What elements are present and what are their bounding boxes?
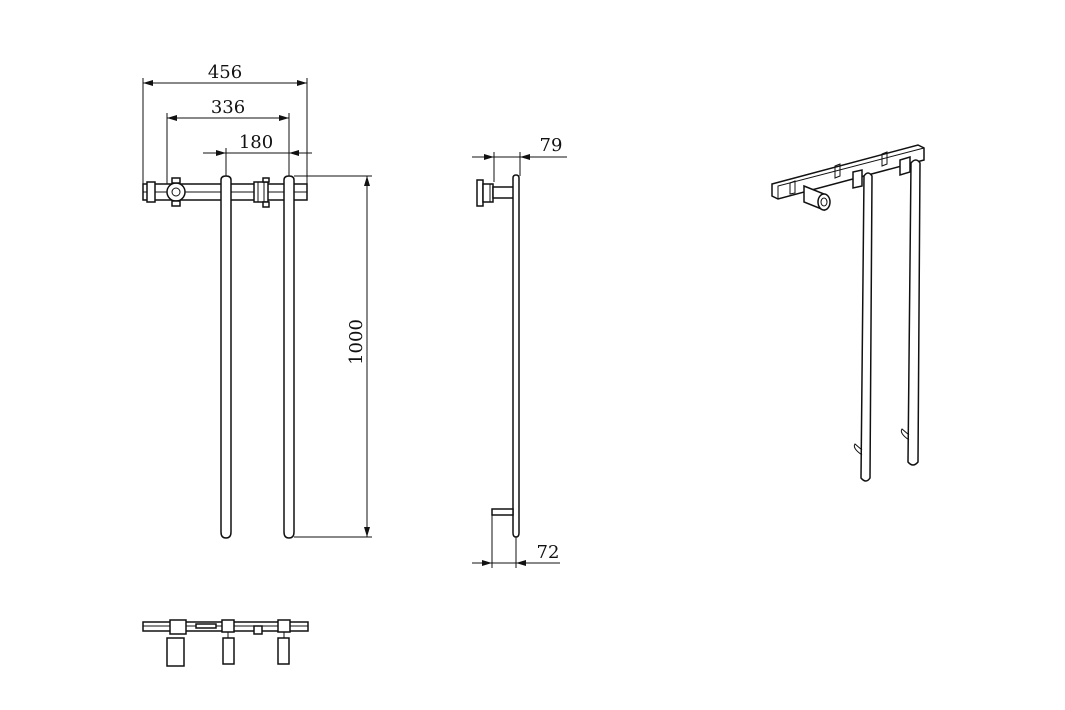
towel-bar-side bbox=[512, 174, 520, 538]
bracket-arm bbox=[492, 186, 516, 199]
connector-clip-bottom bbox=[262, 201, 270, 208]
side-view: 79 72 bbox=[472, 135, 567, 568]
towel-bar-left bbox=[220, 175, 232, 539]
iso-hook-left bbox=[853, 443, 863, 456]
top-view-valve-mount bbox=[169, 619, 187, 635]
valve-clip-bottom bbox=[171, 200, 181, 207]
dimension-overall-width: 456 bbox=[208, 62, 242, 83]
top-view-bar-left bbox=[222, 637, 235, 665]
iso-towel-bar-right bbox=[907, 159, 921, 466]
top-view-bar-mount-left bbox=[221, 619, 235, 633]
towel-bar-right bbox=[283, 175, 295, 539]
bar-end-cap bbox=[146, 181, 156, 203]
iso-valve-face bbox=[817, 193, 831, 211]
bottom-hook bbox=[491, 508, 514, 516]
iso-mounting-bar bbox=[771, 144, 925, 200]
iso-hook-right bbox=[900, 428, 910, 441]
iso-towel-bar-left bbox=[860, 172, 873, 482]
top-view-bar-right bbox=[277, 637, 290, 665]
top-view-bar-mount-right bbox=[277, 619, 291, 633]
iso-valve-core bbox=[820, 197, 828, 207]
dimension-center-outer: 336 bbox=[211, 97, 245, 118]
connector-clip-top bbox=[262, 177, 270, 183]
top-view-clip bbox=[195, 623, 217, 629]
dimension-height: 1000 bbox=[346, 319, 367, 365]
top-view bbox=[142, 619, 309, 667]
connector-block bbox=[253, 181, 269, 203]
iso-bracket-left bbox=[852, 169, 863, 189]
bracket-body bbox=[482, 183, 494, 203]
iso-bar-notch bbox=[834, 163, 841, 179]
valve-body bbox=[166, 182, 186, 202]
top-view-connector bbox=[253, 625, 263, 635]
front-view: 456 336 180 1000 bbox=[142, 62, 372, 539]
valve-core bbox=[171, 187, 181, 197]
iso-bracket-right bbox=[899, 155, 911, 177]
dimension-projection-top: 79 bbox=[540, 135, 563, 156]
valve-clip-top bbox=[171, 177, 181, 184]
dimension-center-inner: 180 bbox=[239, 132, 273, 153]
iso-bar-notch bbox=[881, 151, 888, 167]
wall-plate bbox=[476, 179, 484, 207]
iso-bar-edge bbox=[777, 147, 925, 199]
dimension-projection-bottom: 72 bbox=[537, 542, 560, 563]
top-view-valve-body bbox=[166, 637, 185, 667]
iso-bar-notch bbox=[789, 180, 796, 195]
isometric-view bbox=[771, 144, 925, 482]
